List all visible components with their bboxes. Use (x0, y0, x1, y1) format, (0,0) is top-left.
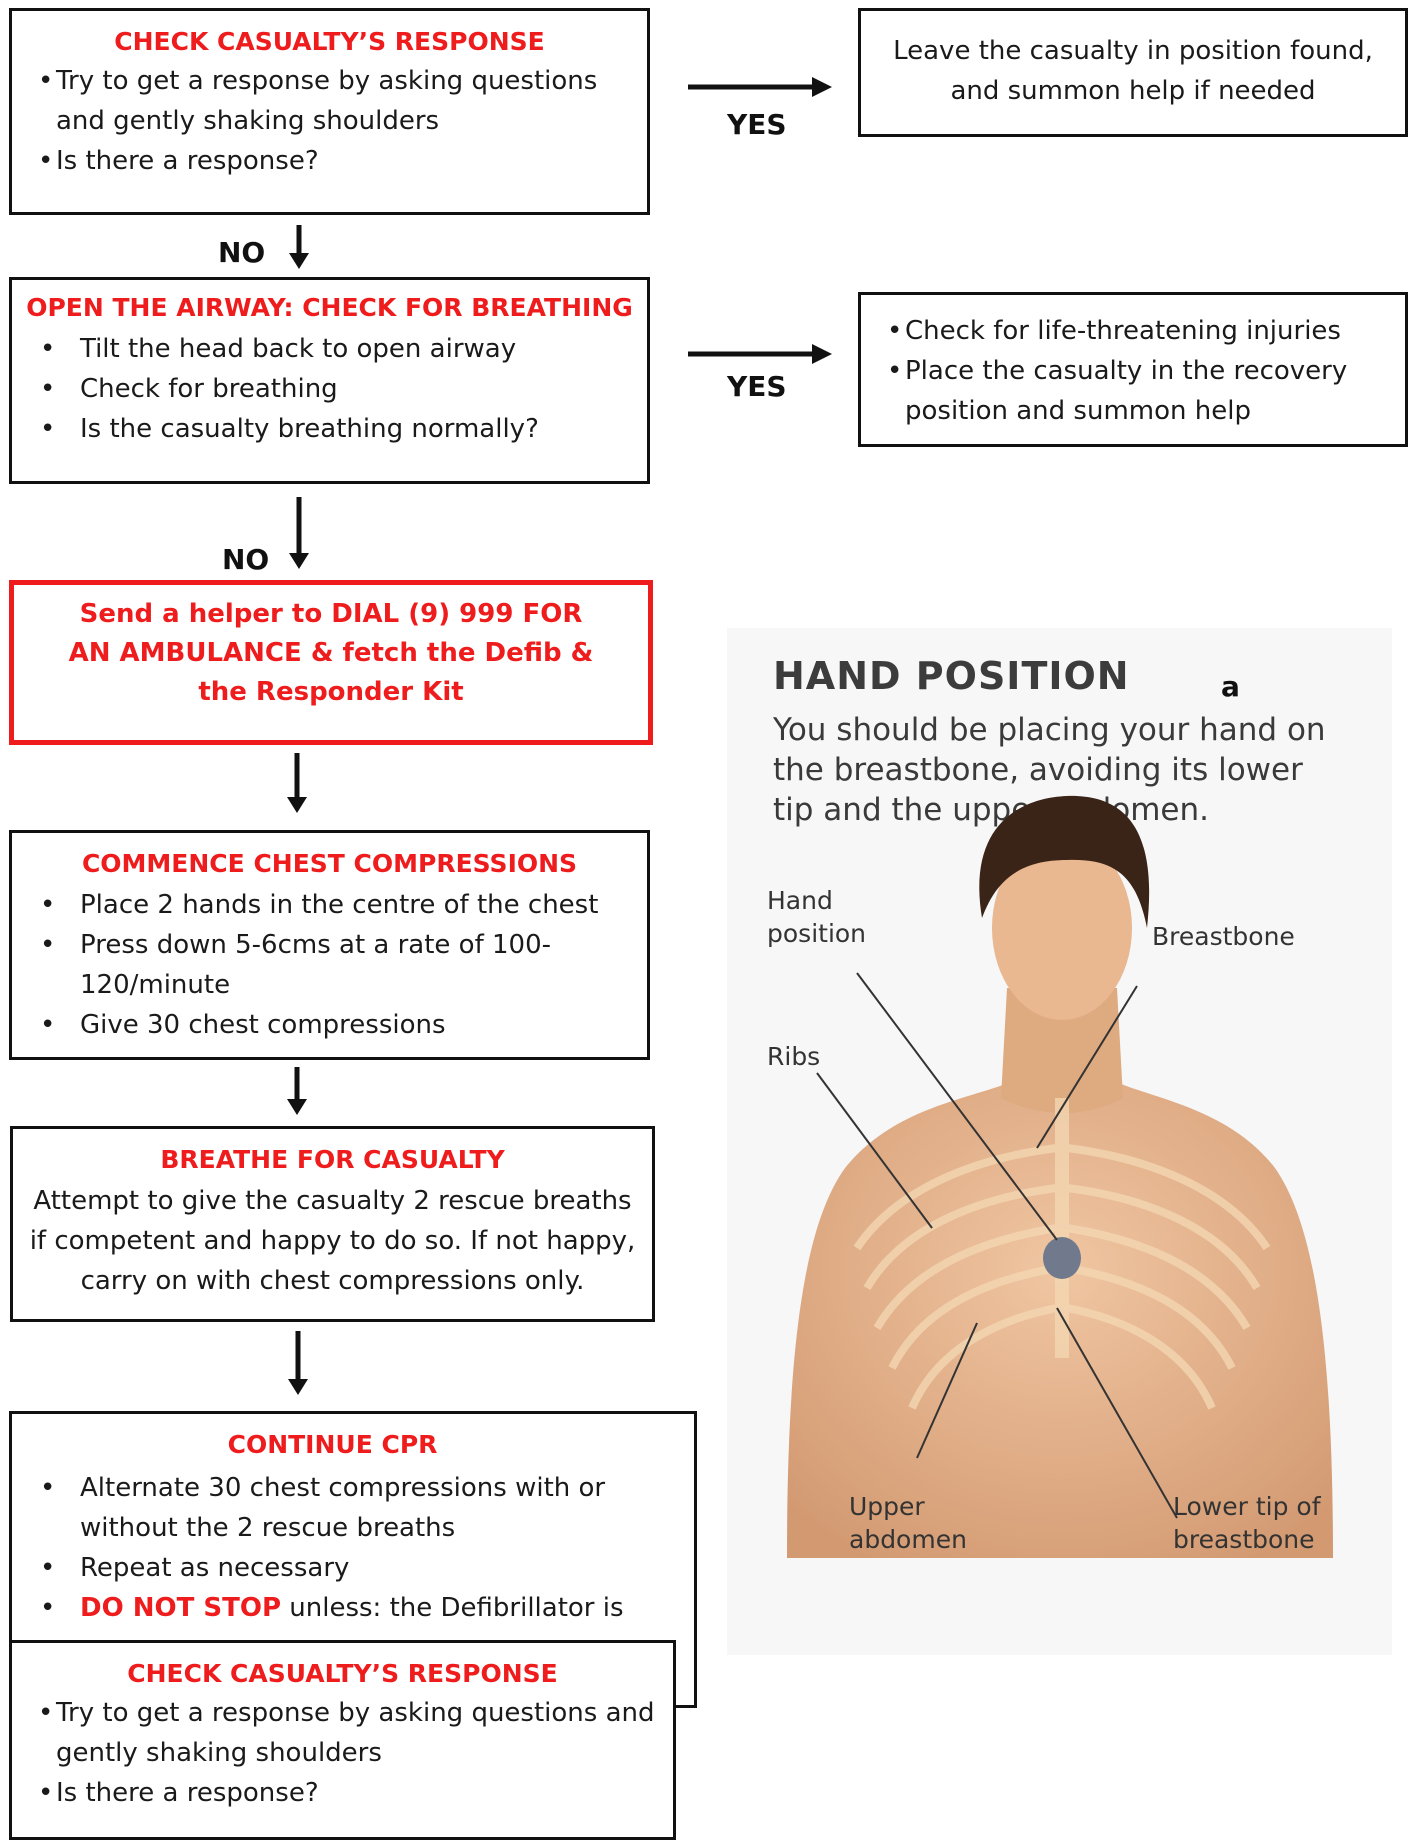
step-title: CONTINUE CPR (12, 1428, 653, 1462)
step-check-response-repeat: CHECK CASUALTY’S RESPONSE Try to get a r… (9, 1640, 676, 1840)
step-title: CHECK CASUALTY’S RESPONSE (12, 1657, 673, 1691)
list-item: Alternate 30 chest compressions with or … (12, 1468, 640, 1548)
list-item: Tilt the head back to open airway (12, 329, 647, 369)
outcome-text: Leave the casualty in position found, an… (877, 31, 1389, 111)
step-title: OPEN THE AIRWAY: CHECK FOR BREATHING (12, 291, 647, 325)
list-item: Place 2 hands in the centre of the chest (12, 885, 647, 925)
label-hand-position: Hand position (767, 884, 877, 950)
label-ribs: Ribs (767, 1040, 820, 1073)
yes-label: YES (727, 370, 787, 403)
hand-position-marker (1043, 1237, 1081, 1279)
list-item: Give 30 chest compressions (12, 1005, 647, 1045)
step-text: Attempt to give the casualty 2 rescue br… (23, 1181, 642, 1301)
list-item: Is the casualty breathing normally? (12, 409, 647, 449)
label-breastbone: Breastbone (1152, 920, 1295, 953)
step-chest-compressions: COMMENCE CHEST COMPRESSIONS Place 2 hand… (9, 830, 650, 1060)
label-lower-tip: Lower tip of breastbone (1173, 1490, 1323, 1556)
step-breathe: BREATHE FOR CASUALTY Attempt to give the… (10, 1126, 655, 1322)
arrow-down-icon (286, 753, 308, 815)
list-item: Check for life-threatening injuries (861, 311, 1405, 351)
no-label: NO (218, 236, 265, 269)
list-item: Try to get a response by asking question… (12, 61, 616, 141)
arrow-down-icon (288, 497, 310, 571)
list-item: Repeat as necessary (12, 1548, 694, 1588)
do-not-stop-rest: unless: the Defibrillator is (289, 1593, 623, 1623)
outcome-box-breathing: Check for life-threatening injuries Plac… (858, 292, 1408, 447)
step-title: COMMENCE CHEST COMPRESSIONS (12, 847, 647, 881)
list-item: Is there a response? (12, 141, 647, 181)
outcome-box-response: Leave the casualty in position found, an… (858, 8, 1408, 137)
list-item: Check for breathing (12, 369, 647, 409)
arrow-down-icon (288, 225, 310, 271)
step-title: CHECK CASUALTY’S RESPONSE (12, 25, 647, 59)
yes-label: YES (727, 108, 787, 141)
arrow-right-icon (688, 342, 834, 366)
step-open-airway: OPEN THE AIRWAY: CHECK FOR BREATHING Til… (9, 277, 650, 484)
list-item: Try to get a response by asking question… (12, 1693, 656, 1773)
list-item: Is there a response? (12, 1773, 673, 1813)
label-upper-abdomen: Upper abdomen (849, 1490, 989, 1556)
do-not-stop-text: DO NOT STOP (80, 1593, 281, 1623)
list-item: DO NOT STOP unless: the Defibrillator is (12, 1588, 694, 1628)
step-text: Send a helper to DIAL (9) 999 FOR AN AMB… (64, 595, 598, 712)
list-item: Press down 5-6cms at a rate of 100-120/m… (12, 925, 560, 1005)
arrow-right-icon (688, 75, 834, 99)
list-item: Place the casualty in the recovery posit… (861, 351, 1375, 431)
arrow-down-icon (286, 1067, 308, 1117)
step-call-ambulance: Send a helper to DIAL (9) 999 FOR AN AMB… (9, 580, 653, 745)
step-check-response: CHECK CASUALTY’S RESPONSE Try to get a r… (9, 8, 650, 215)
arrow-down-icon (287, 1331, 309, 1397)
hand-position-photo: HAND POSITION a You should be placing yo… (727, 628, 1392, 1655)
no-label: NO (222, 543, 269, 576)
step-title: BREATHE FOR CASUALTY (23, 1143, 642, 1177)
